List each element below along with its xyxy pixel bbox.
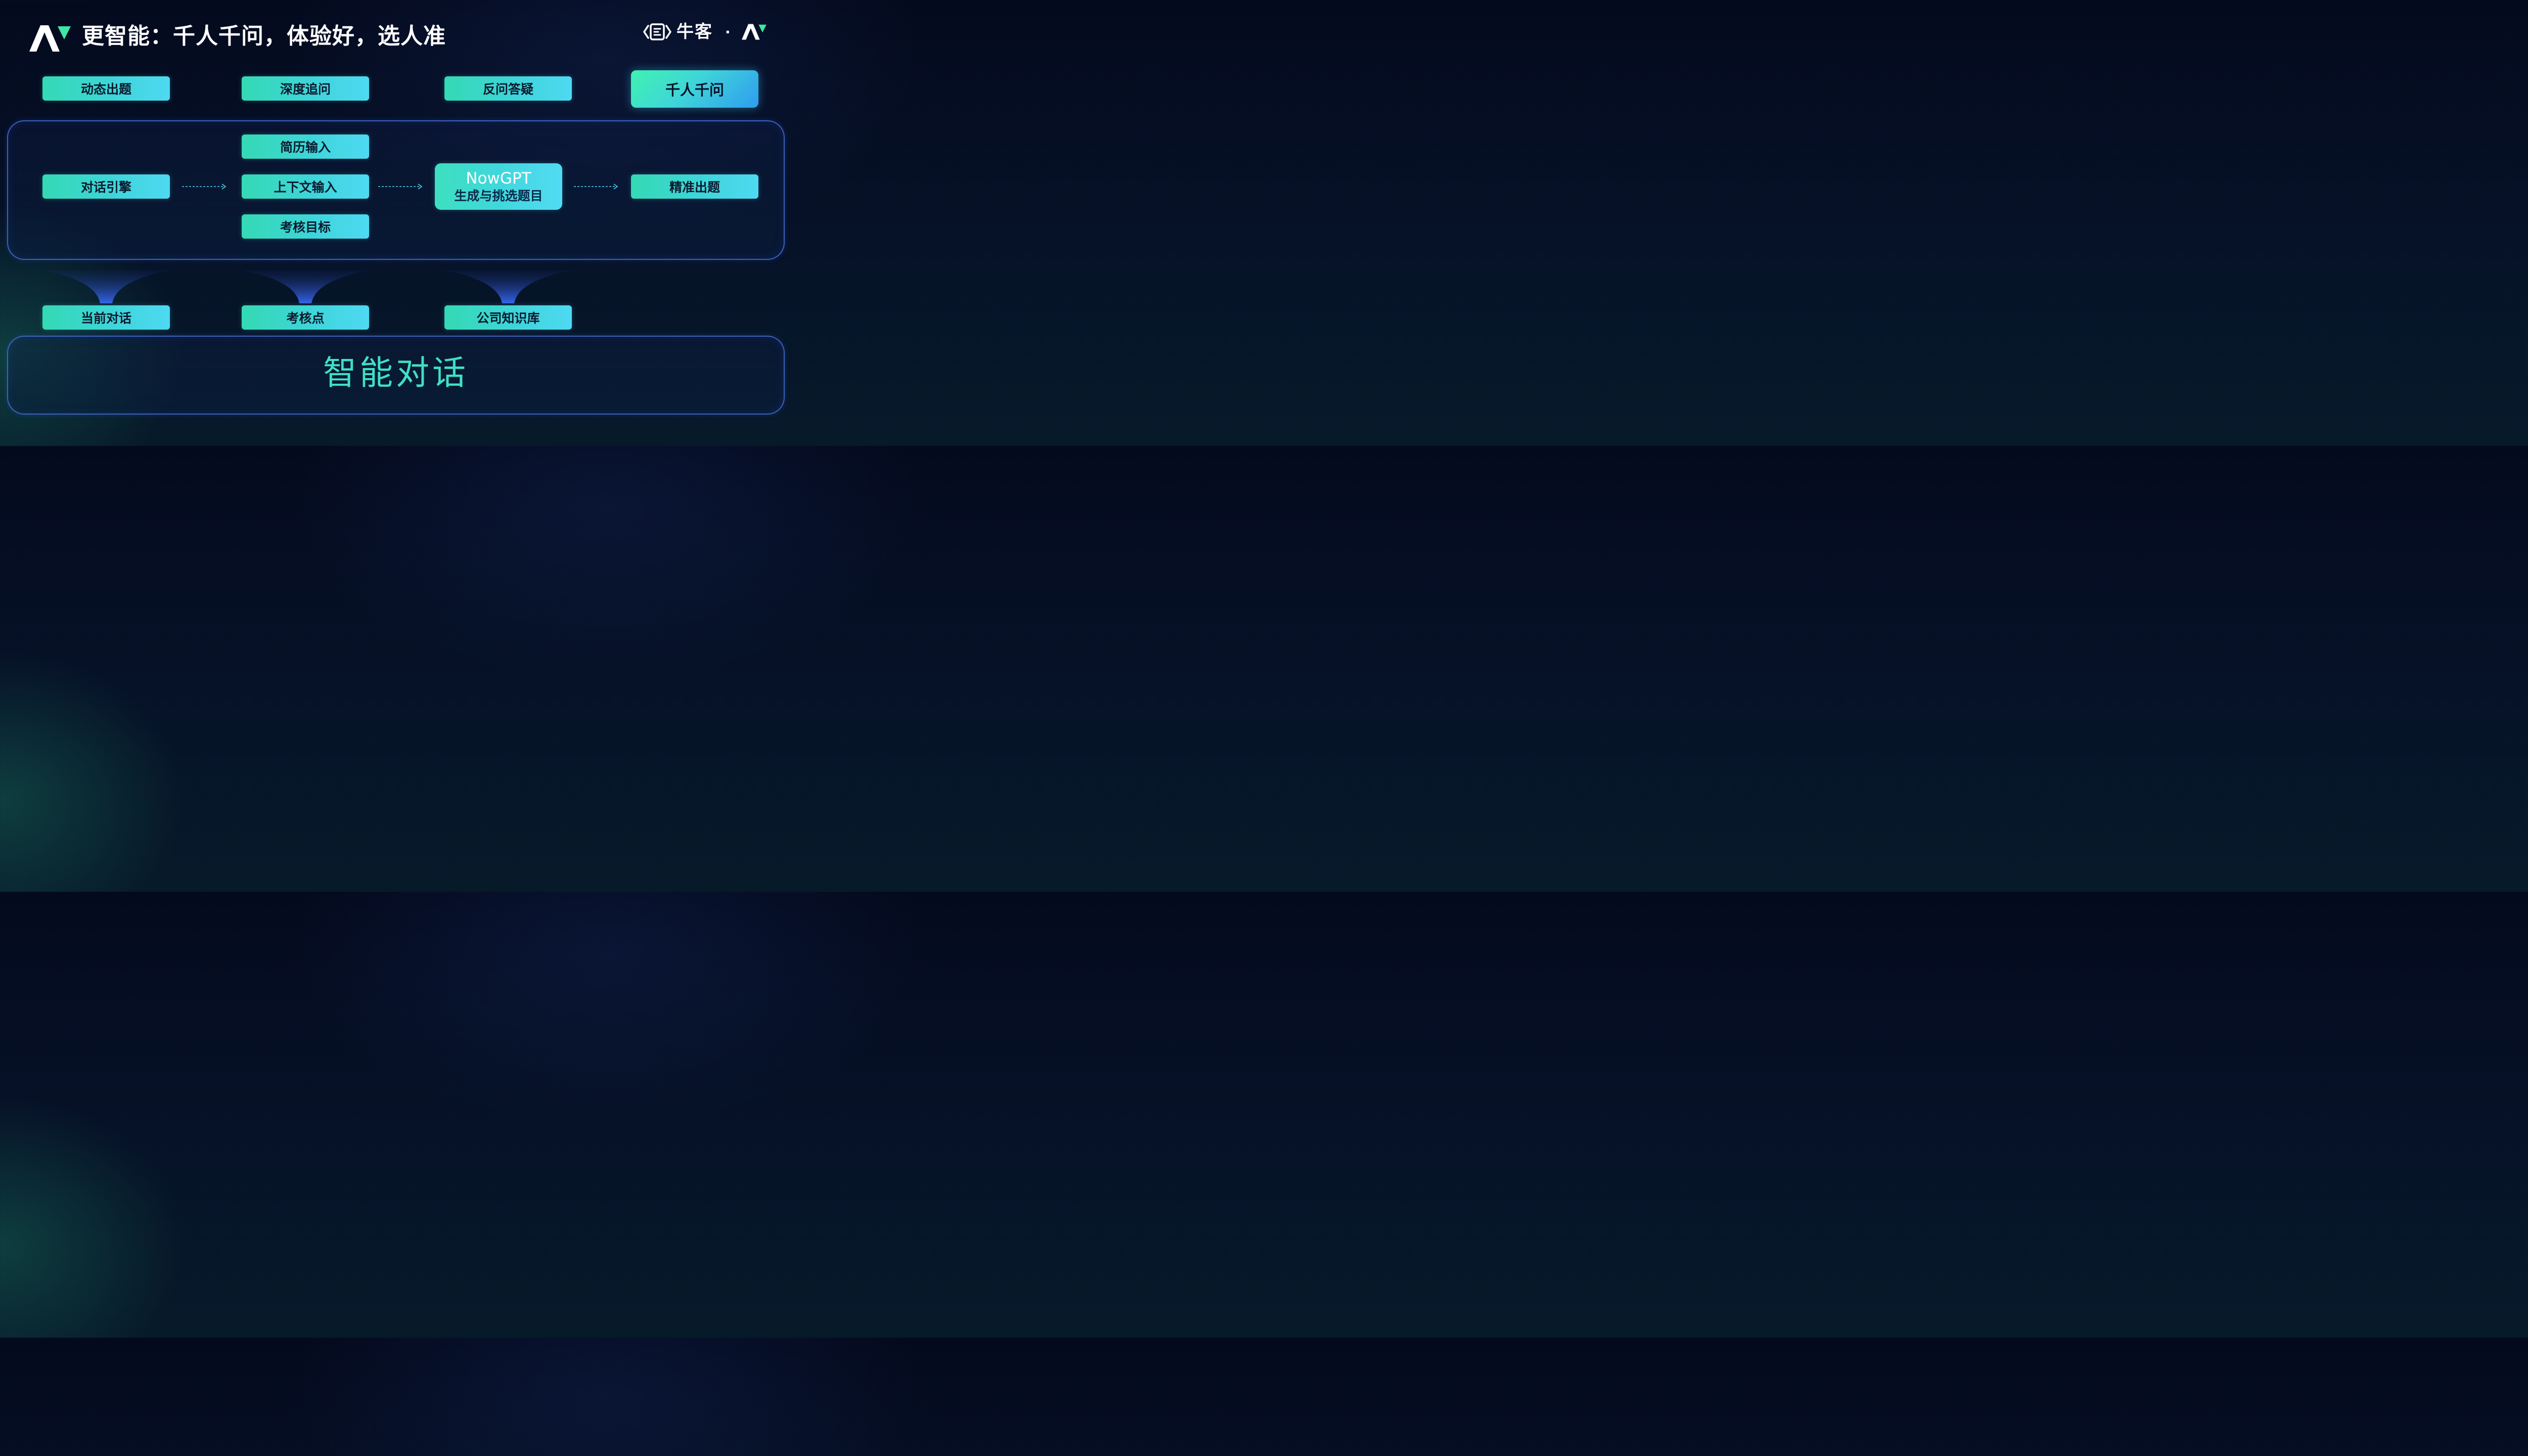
funnel-connector [240,270,371,303]
feature-deep-followup: 深度追问 [242,76,369,101]
source-company-knowledge: 公司知识库 [444,305,572,330]
flow-output-precise-questions: 精准出题 [631,174,758,199]
source-current-dialog: 当前对话 [42,305,170,330]
foundation-label: 智能对话 [323,353,469,392]
nowcoder-logo-icon [643,23,671,40]
funnel-connector [442,270,574,303]
page-title: 更智能：千人千问，体验好，选人准 [82,23,446,49]
partner-logo [741,24,766,40]
brand-separator: · [725,23,731,40]
flow-input-resume: 简历输入 [242,134,369,159]
product-logo [29,25,71,52]
foundation-panel [7,336,785,415]
brand-group: 牛客 · [643,21,767,42]
arrow-right-icon [378,184,423,190]
arrow-right-icon [574,184,618,190]
arrow-right-icon [182,184,227,190]
brand-name: 牛客 [676,22,713,42]
flow-input-assessment-goal: 考核目标 [242,214,369,239]
engine-title: NowGPT [466,169,531,188]
feature-reverse-qa: 反问答疑 [444,76,572,101]
feature-dynamic-questions: 动态出题 [42,76,170,101]
feature-personalized-questions: 千人千问 [631,70,758,108]
funnel-connector [40,270,172,303]
engine-subtitle: 生成与挑选题目 [454,189,543,203]
flow-input-context: 上下文输入 [242,174,369,199]
flow-engine-nowgpt: NowGPT 生成与挑选题目 [435,163,562,210]
source-assessment-points: 考核点 [242,305,369,330]
flow-source-dialog-engine: 对话引擎 [42,174,170,199]
